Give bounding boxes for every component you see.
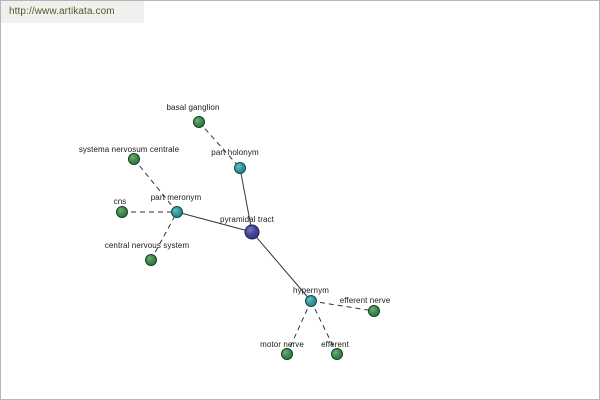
node-label-efferent: efferent <box>321 340 349 349</box>
graph-node-part-holonym[interactable] <box>234 162 246 174</box>
graph-edge <box>286 300 312 355</box>
node-label-hypernym: hypernym <box>293 286 329 295</box>
node-label-pyramidal-tract: pyramidal tract <box>220 215 274 224</box>
graph-edge <box>150 211 178 261</box>
graph-node-efferent[interactable] <box>331 348 343 360</box>
graph-edge <box>239 167 253 233</box>
graph-edge <box>176 211 253 233</box>
graph-node-efferent-nerve[interactable] <box>368 305 380 317</box>
graph-edge <box>198 121 241 169</box>
node-label-part-holonym: part holonym <box>211 148 259 157</box>
url-text: http://www.artikata.com <box>9 6 115 17</box>
node-label-efferent-nerve: efferent nerve <box>339 296 391 305</box>
graph-edge <box>310 300 338 355</box>
node-label-central-nervous-system: central nervous system <box>104 241 190 250</box>
graph-node-cns[interactable] <box>116 206 128 218</box>
graph-node-hypernym[interactable] <box>305 295 317 307</box>
node-label-cns: cns <box>113 197 127 206</box>
graph-edge <box>133 158 178 213</box>
graph-edge <box>251 231 312 302</box>
node-label-motor-nerve: motor nerve <box>260 340 304 349</box>
url-banner: http://www.artikata.com <box>1 1 144 23</box>
graph-node-systema-nervosum-centrale[interactable] <box>128 153 140 165</box>
graph-node-pyramidal-tract[interactable] <box>244 224 260 240</box>
node-label-basal-ganglion: basal ganglion <box>166 103 220 112</box>
graph-node-basal-ganglion[interactable] <box>193 116 205 128</box>
graph-node-motor-nerve[interactable] <box>281 348 293 360</box>
node-label-part-meronym: part meronym <box>150 193 202 202</box>
graph-edge <box>310 300 375 312</box>
graph-node-central-nervous-system[interactable] <box>145 254 157 266</box>
graph-node-part-meronym[interactable] <box>171 206 183 218</box>
node-label-systema-nervosum-centrale: systema nervosum centrale <box>78 145 180 154</box>
